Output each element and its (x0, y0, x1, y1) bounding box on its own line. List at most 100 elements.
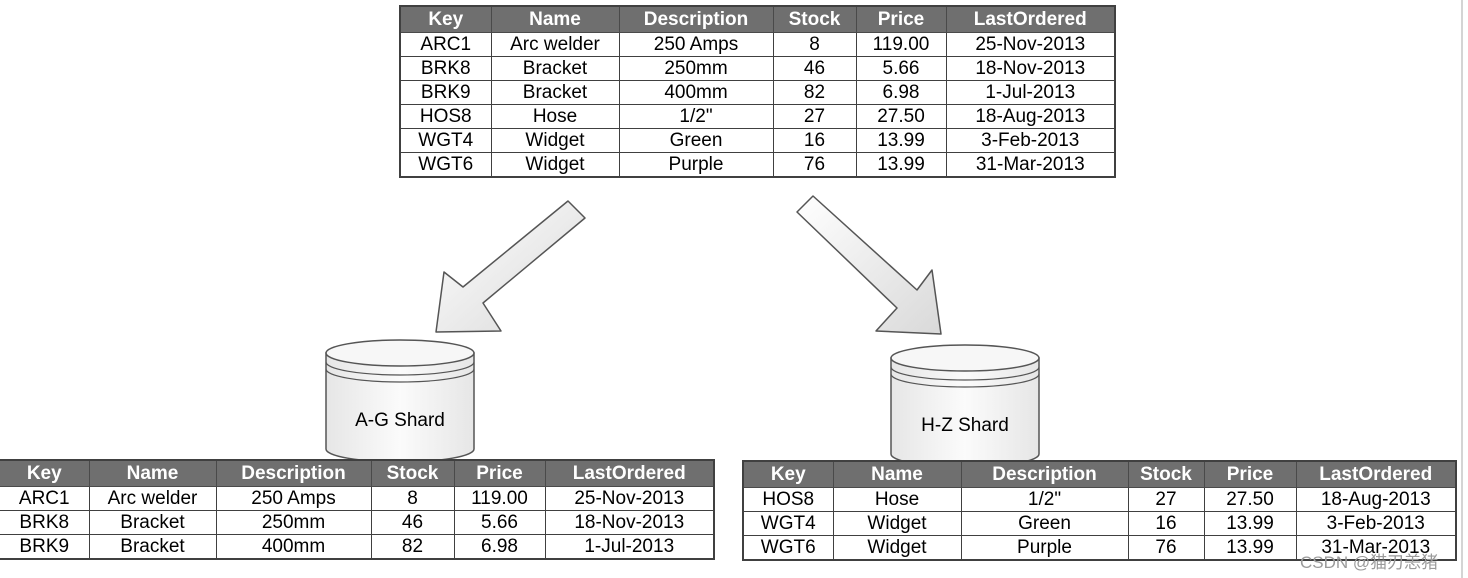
column-header-description: Description (960, 460, 1129, 488)
table-row: HOS8 Hose 1/2" 27 27.50 18-Aug-2013 (742, 487, 1457, 512)
cell-key: WGT4 (742, 511, 834, 536)
table-row: HOS8 Hose 1/2" 27 27.50 18-Aug-2013 (399, 104, 1116, 129)
cell-name: Bracket (88, 534, 217, 560)
cell-last-ordered: 1-Jul-2013 (945, 80, 1116, 105)
cell-key: ARC1 (0, 486, 90, 511)
cell-name: Widget (832, 535, 962, 561)
cell-key: WGT4 (399, 128, 492, 153)
column-header-price: Price (453, 459, 546, 487)
cell-last-ordered: 18-Nov-2013 (544, 510, 715, 535)
cell-name: Arc welder (490, 32, 620, 57)
cell-key: BRK8 (0, 510, 90, 535)
cell-stock: 46 (370, 510, 455, 535)
cell-price: 27.50 (855, 104, 947, 129)
cell-stock: 8 (370, 486, 455, 511)
cell-name: Widget (490, 128, 620, 153)
column-header-price: Price (855, 5, 947, 33)
cell-description: 250 Amps (618, 32, 774, 57)
cell-key: BRK9 (399, 80, 492, 105)
cell-description: 250mm (215, 510, 372, 535)
cell-name: Bracket (490, 56, 620, 81)
cell-last-ordered: 3-Feb-2013 (1295, 511, 1457, 536)
cell-name: Arc welder (88, 486, 217, 511)
cell-key: HOS8 (399, 104, 492, 129)
cell-description: Purple (960, 535, 1129, 561)
cell-stock: 82 (772, 80, 857, 105)
table-row: WGT4 Widget Green 16 13.99 3-Feb-2013 (399, 128, 1116, 153)
column-header-stock: Stock (1127, 460, 1205, 488)
cell-stock: 76 (1127, 535, 1205, 561)
cell-price: 13.99 (855, 128, 947, 153)
cell-name: Widget (490, 152, 620, 178)
table-row: WGT4 Widget Green 16 13.99 3-Feb-2013 (742, 511, 1457, 536)
cell-stock: 16 (772, 128, 857, 153)
column-header-last-ordered: LastOrdered (1295, 460, 1457, 488)
cell-price: 6.98 (453, 534, 546, 560)
cell-price: 13.99 (855, 152, 947, 178)
cell-stock: 27 (1127, 487, 1205, 512)
cell-price: 6.98 (855, 80, 947, 105)
ag-shard-label: A-G Shard (355, 410, 445, 431)
cell-description: Green (960, 511, 1129, 536)
cell-name: Hose (490, 104, 620, 129)
cell-name: Bracket (490, 80, 620, 105)
page-right-edge (1461, 0, 1463, 578)
column-header-last-ordered: LastOrdered (945, 5, 1116, 33)
table-row: BRK9 Bracket 400mm 82 6.98 1-Jul-2013 (0, 534, 715, 560)
cell-price: 119.00 (453, 486, 546, 511)
table-row: ARC1 Arc welder 250 Amps 8 119.00 25-Nov… (0, 486, 715, 511)
table-header-row: Key Name Description Stock Price LastOrd… (742, 460, 1457, 488)
cell-description: 250mm (618, 56, 774, 81)
cell-description: 400mm (618, 80, 774, 105)
cell-description: 1/2" (960, 487, 1129, 512)
cell-last-ordered: 25-Nov-2013 (945, 32, 1116, 57)
cell-key: BRK9 (0, 534, 90, 560)
cell-key: HOS8 (742, 487, 834, 512)
cell-name: Widget (832, 511, 962, 536)
watermark: CSDN @猫刃恙猪 (1300, 553, 1439, 572)
cell-key: BRK8 (399, 56, 492, 81)
cell-key: WGT6 (399, 152, 492, 178)
hz-shard-cylinder (890, 344, 1040, 468)
cell-name: Hose (832, 487, 962, 512)
column-header-name: Name (832, 460, 962, 488)
hz-shard-table: Key Name Description Stock Price LastOrd… (742, 460, 1457, 561)
cell-last-ordered: 3-Feb-2013 (945, 128, 1116, 153)
column-header-description: Description (618, 5, 774, 33)
arrow-to-ag-shard (435, 200, 586, 333)
cell-last-ordered: 18-Aug-2013 (1295, 487, 1457, 512)
column-header-stock: Stock (772, 5, 857, 33)
table-row: BRK9 Bracket 400mm 82 6.98 1-Jul-2013 (399, 80, 1116, 105)
ag-shard-table: Key Name Description Stock Price LastOrd… (0, 459, 715, 560)
cell-description: Purple (618, 152, 774, 178)
cell-price: 13.99 (1203, 535, 1297, 561)
hz-shard-label: H-Z Shard (921, 415, 1009, 436)
cell-price: 27.50 (1203, 487, 1297, 512)
column-header-stock: Stock (370, 459, 455, 487)
column-header-name: Name (88, 459, 217, 487)
cell-stock: 27 (772, 104, 857, 129)
cell-price: 5.66 (453, 510, 546, 535)
cell-description: Green (618, 128, 774, 153)
cell-last-ordered: 1-Jul-2013 (544, 534, 715, 560)
table-row: WGT6 Widget Purple 76 13.99 31-Mar-2013 (399, 152, 1116, 178)
cell-last-ordered: 31-Mar-2013 (1295, 535, 1457, 561)
cell-last-ordered: 18-Aug-2013 (945, 104, 1116, 129)
cell-description: 250 Amps (215, 486, 372, 511)
table-header-row: Key Name Description Stock Price LastOrd… (0, 459, 715, 487)
column-header-last-ordered: LastOrdered (544, 459, 715, 487)
cell-last-ordered: 18-Nov-2013 (945, 56, 1116, 81)
cell-stock: 8 (772, 32, 857, 57)
column-header-key: Key (742, 460, 834, 488)
table-row: WGT6 Widget Purple 76 13.99 31-Mar-2013 (742, 535, 1457, 561)
column-header-key: Key (0, 459, 90, 487)
arrow-to-hz-shard (796, 195, 942, 335)
cell-key: ARC1 (399, 32, 492, 57)
cell-stock: 76 (772, 152, 857, 178)
table-row: BRK8 Bracket 250mm 46 5.66 18-Nov-2013 (399, 56, 1116, 81)
cell-price: 119.00 (855, 32, 947, 57)
column-header-description: Description (215, 459, 372, 487)
cell-key: WGT6 (742, 535, 834, 561)
cell-stock: 46 (772, 56, 857, 81)
